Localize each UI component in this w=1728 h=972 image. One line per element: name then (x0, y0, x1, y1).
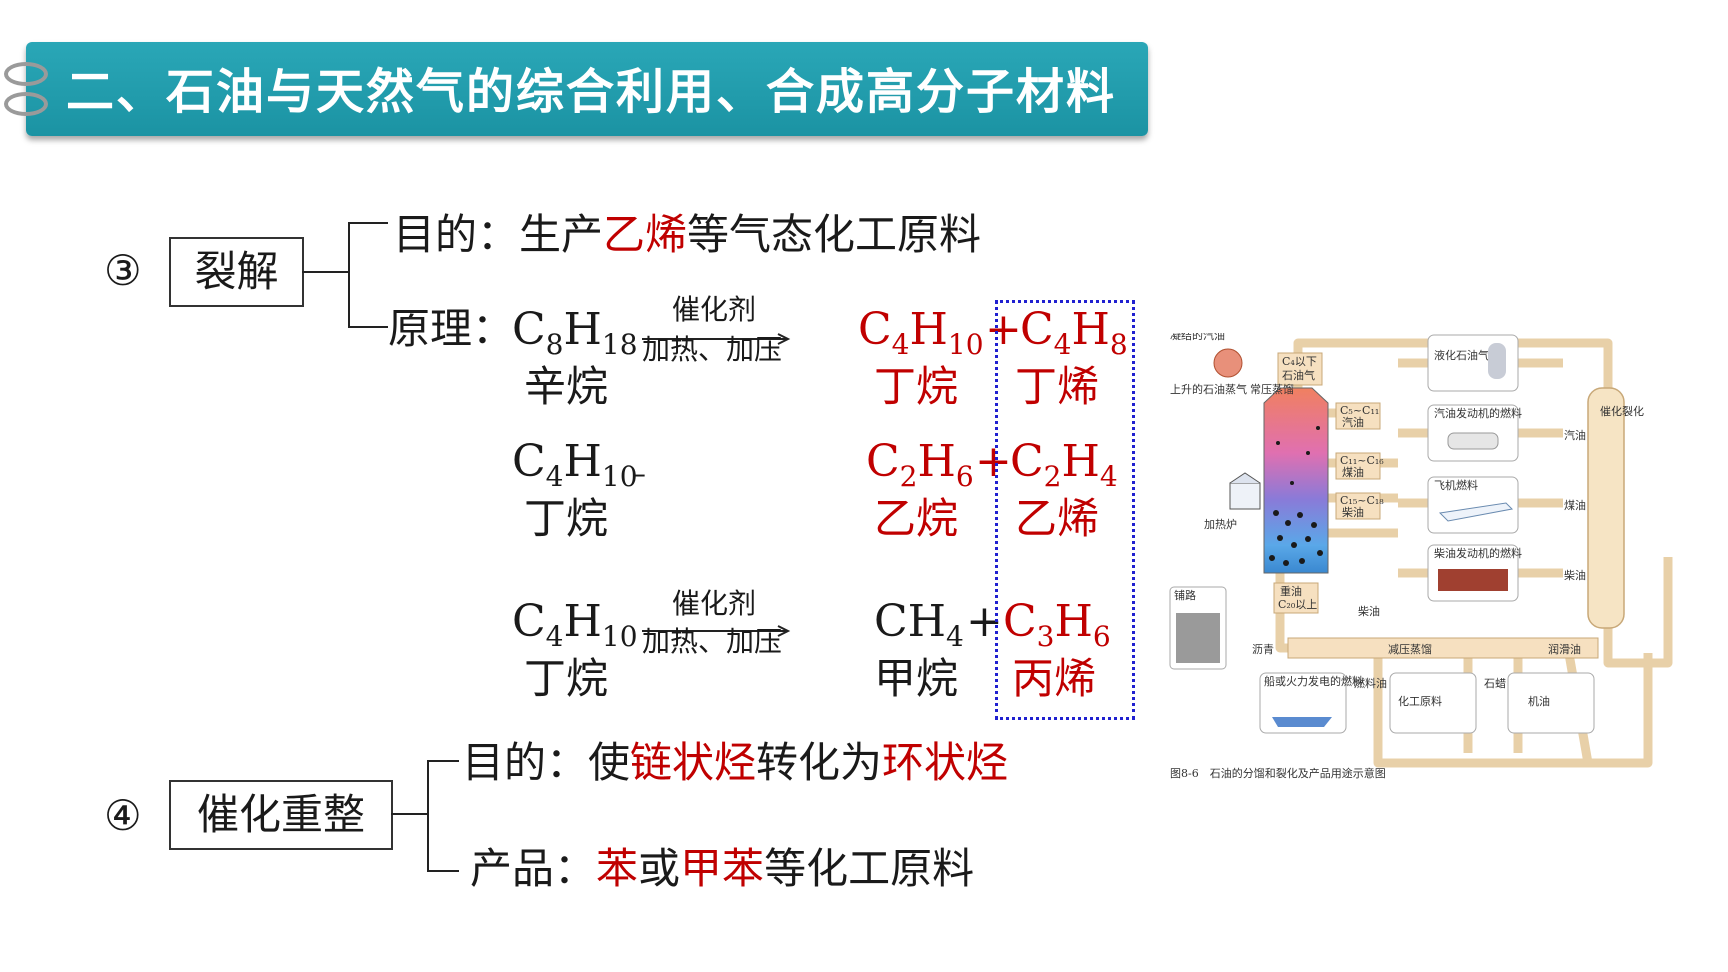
section-label-cracking: 裂解 (169, 237, 304, 307)
alkene-highlight-box (995, 300, 1135, 720)
product-name: 甲烷 (874, 654, 959, 703)
svg-text:常压蒸馏: 常压蒸馏 (1250, 382, 1294, 396)
svg-text:C₅~C₁₁: C₅~C₁₁ (1340, 404, 1379, 417)
reactant-formula: C8H18 (512, 304, 638, 361)
purpose-text: 目的：使 (462, 738, 631, 787)
reaction-arrow-icon (642, 622, 792, 637)
svg-text:催化裂化: 催化裂化 (1600, 404, 1644, 418)
svg-text:沥青: 沥青 (1252, 643, 1274, 656)
svg-text:煤油: 煤油 (1342, 465, 1364, 479)
reactant-name: 丁烷 (524, 494, 609, 543)
svg-text:化工原料: 化工原料 (1398, 694, 1442, 708)
reforming-product: 产品：苯或甲苯等化工原料 (470, 848, 974, 890)
purpose-highlight: 链状烃 (630, 738, 757, 787)
svg-text:润滑油: 润滑油 (1548, 642, 1581, 656)
svg-text:汽油: 汽油 (1564, 428, 1586, 442)
svg-text:汽油: 汽油 (1342, 415, 1364, 429)
reactant-formula: C4H10 (512, 596, 638, 653)
svg-text:C₂₀以上: C₂₀以上 (1278, 598, 1317, 611)
bracket-line (427, 760, 459, 762)
svg-text:加热炉: 加热炉 (1204, 518, 1237, 531)
bracket-line (348, 222, 350, 328)
svg-text:液化石油气: 液化石油气 (1434, 348, 1489, 362)
plus-sign: + (975, 436, 1012, 487)
section-index: ④ (104, 791, 142, 840)
svg-text:柴油发动机的燃料: 柴油发动机的燃料 (1434, 546, 1522, 560)
product-highlight: 甲苯 (680, 844, 765, 893)
svg-text:上升的石油蒸气: 上升的石油蒸气 (1170, 382, 1247, 396)
product-formula: C3H6 (1003, 596, 1111, 653)
svg-text:C₁₅~C₁₈: C₁₅~C₁₈ (1340, 494, 1384, 507)
title-banner (26, 42, 1148, 136)
binder-ring-icon (4, 92, 48, 116)
reaction-arrow-icon (642, 330, 792, 345)
svg-text:减压蒸馏: 减压蒸馏 (1388, 642, 1432, 656)
purpose-text: 等气态化工原料 (687, 210, 982, 259)
purpose-highlight: 乙烯 (603, 210, 688, 259)
condition-catalyst: 催化剂 (672, 293, 757, 326)
product-name: 丁烯 (1015, 362, 1100, 411)
svg-text:图8-6 石油的分馏和裂化及产品用途示意图: 图8-6 石油的分馏和裂化及产品用途示意图 (1170, 766, 1386, 780)
purpose-text: 转化为 (756, 738, 883, 787)
bracket-line (391, 813, 429, 815)
condition-heat-pressure: 加热、加压 (642, 333, 783, 366)
svg-text:飞机燃料: 飞机燃料 (1434, 478, 1478, 492)
svg-text:C₄以下: C₄以下 (1282, 355, 1317, 368)
product-formula: C2H6 (866, 436, 974, 493)
binder-ring-icon (4, 62, 48, 86)
product-highlight: 苯 (596, 844, 639, 893)
svg-text:重油: 重油 (1280, 584, 1302, 598)
product-name: 乙烯 (1015, 494, 1100, 543)
svg-text:柴油: 柴油 (1358, 604, 1380, 618)
svg-text:汽油发动机的燃料: 汽油发动机的燃料 (1434, 406, 1522, 420)
petroleum-distillation-diagram: 催化裂化 凝结的汽油 上升的石油蒸气 C₄以下 石油气 常压蒸馏 加热炉 C₅~… (1168, 328, 1676, 783)
condition-heat-pressure: 加热、加压 (642, 625, 783, 658)
product-text: 产品： (470, 844, 597, 893)
product-name: 丁烷 (874, 362, 959, 411)
svg-text:煤油: 煤油 (1564, 498, 1586, 512)
reforming-purpose: 目的：使链状烃转化为环状烃 (462, 742, 1008, 784)
plus-sign: + (985, 304, 1022, 355)
purpose-text: 目的：生产 (393, 210, 604, 259)
svg-text:柴油: 柴油 (1564, 568, 1586, 582)
product-formula: CH4 (874, 596, 964, 653)
page-title: 二、石油与天然气的综合利用、合成高分子材料 (66, 64, 1117, 120)
bracket-line (348, 326, 388, 328)
product-text: 等化工原料 (764, 844, 975, 893)
reactant-name: 辛烷 (524, 362, 609, 411)
product-text: 或 (638, 844, 681, 893)
svg-text:C₁₁~C₁₆: C₁₁~C₁₆ (1340, 454, 1384, 467)
svg-text:船或火力发电的燃料: 船或火力发电的燃料 (1264, 674, 1363, 688)
product-formula: C2H4 (1010, 436, 1118, 493)
bracket-line (302, 271, 350, 273)
bracket-line (427, 760, 429, 872)
section-index: ③ (104, 246, 142, 295)
svg-text:燃料油: 燃料油 (1354, 676, 1387, 690)
condition-catalyst: 催化剂 (672, 587, 757, 620)
product-formula: C4H10 (858, 304, 984, 361)
product-name: 丙烯 (1012, 654, 1097, 703)
reactant-name: 丁烷 (524, 654, 609, 703)
svg-text:石油气: 石油气 (1282, 368, 1315, 382)
principle-label: 原理： (388, 304, 515, 353)
arrow-dash: – (632, 457, 646, 490)
cracking-purpose: 目的：生产乙烯等气态化工原料 (393, 214, 981, 256)
svg-text:柴油: 柴油 (1342, 505, 1364, 519)
svg-text:铺路: 铺路 (1174, 589, 1196, 602)
product-formula: C4H8 (1020, 304, 1128, 361)
svg-text:机油: 机油 (1528, 694, 1550, 708)
section-label-reforming: 催化重整 (169, 780, 393, 850)
reactant-formula: C4H10 (512, 436, 638, 493)
bracket-line (427, 870, 459, 872)
svg-text:凝结的汽油: 凝结的汽油 (1170, 333, 1225, 342)
product-name: 乙烷 (874, 494, 959, 543)
svg-text:石蜡: 石蜡 (1484, 677, 1506, 690)
bracket-line (348, 222, 388, 224)
purpose-highlight: 环状烃 (882, 738, 1009, 787)
